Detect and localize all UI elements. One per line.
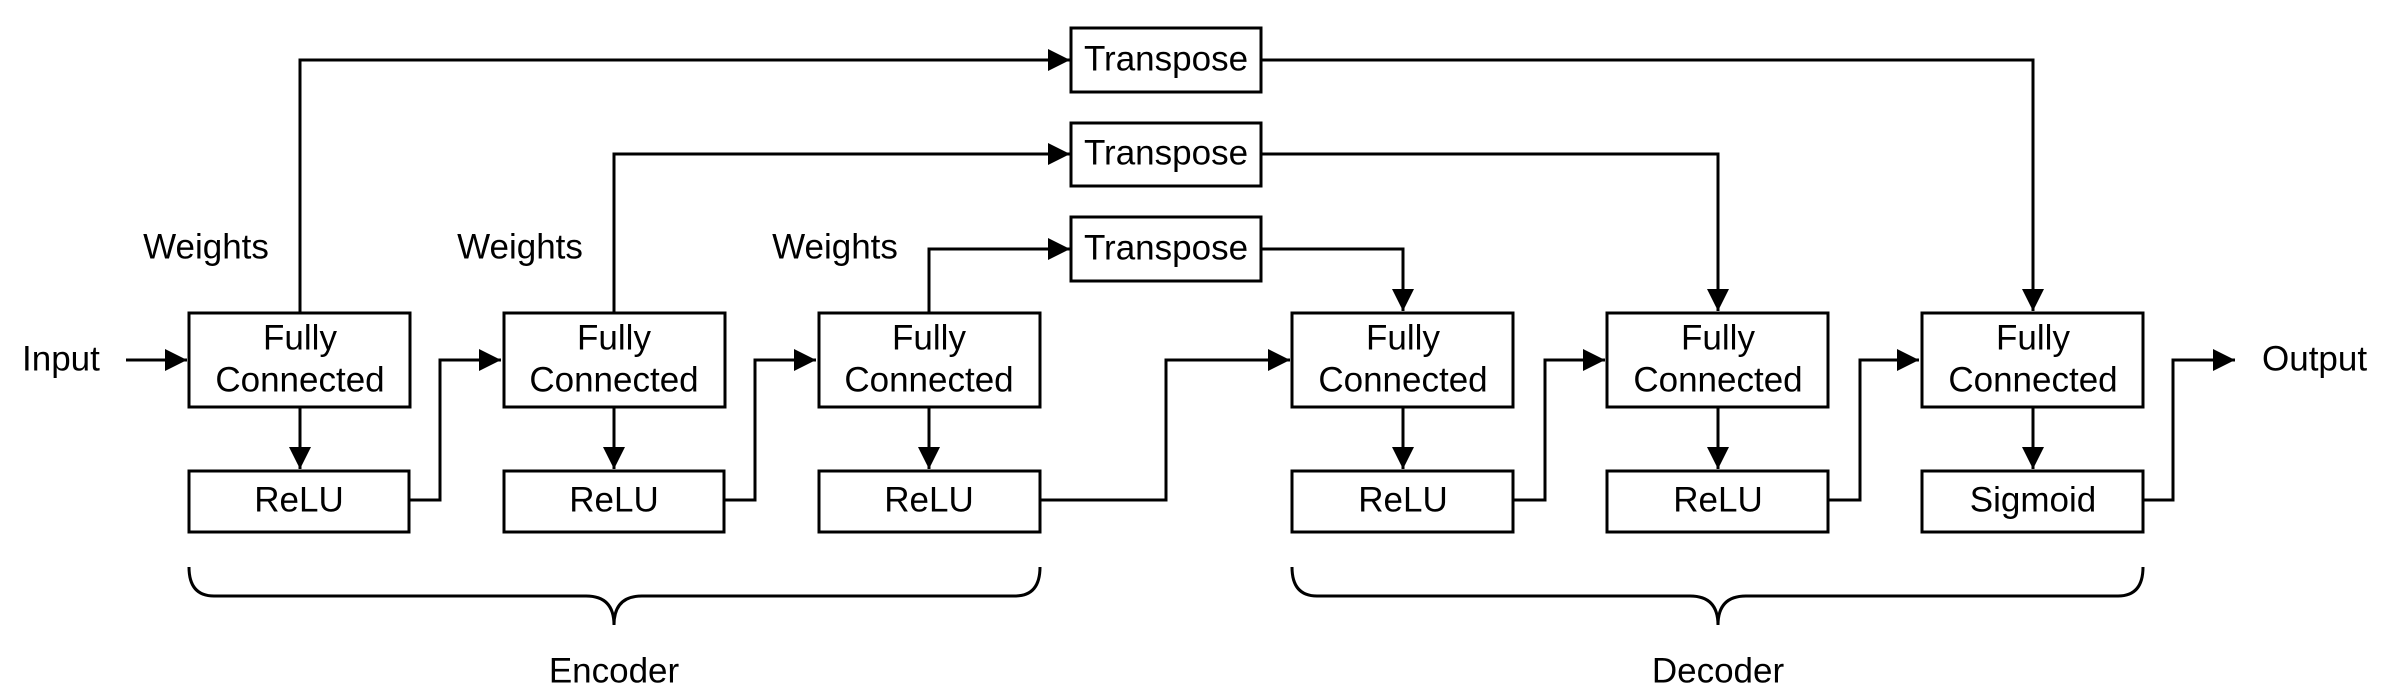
- weights-label: Weights: [772, 227, 898, 266]
- activation-label: ReLU: [569, 480, 658, 519]
- decoder-group: Decoder: [1290, 566, 2145, 690]
- encoder-fc-node-2: Fully Connected: [502, 311, 727, 409]
- transpose-node-3: Transpose: [1069, 215, 1263, 283]
- fc-label-line-1: Fully: [1366, 318, 1440, 357]
- weights-label: Weights: [143, 227, 269, 266]
- fc-label-line-1: Fully: [892, 318, 966, 357]
- encoder-activation-node-3: ReLU: [817, 469, 1042, 534]
- decoder-activation-node-1: ReLU: [1290, 469, 1515, 534]
- decoder-activation-node-3: Sigmoid: [1920, 469, 2145, 534]
- decoder-label: Decoder: [1652, 651, 1785, 690]
- encoder-activation-node-2: ReLU: [502, 469, 726, 534]
- transpose-label: Transpose: [1084, 228, 1248, 267]
- transpose-node-2: Transpose: [1069, 121, 1263, 188]
- arrow-relu3-to-dec-fc1: [1040, 349, 1290, 502]
- arrow-enc-fc2-to-transpose2: [612, 143, 1070, 313]
- decoder-nodes: Fully Connected ReLU Fully Connected ReL…: [1290, 311, 2145, 534]
- arrow-transpose1-to-dec-fc3: [1261, 58, 2044, 311]
- decoder-fc-node-1: Fully Connected: [1290, 311, 1515, 409]
- fc-label-line-1: Fully: [1681, 318, 1755, 357]
- activation-label: ReLU: [1673, 480, 1762, 519]
- arrow-enc-fc1-to-transpose1: [298, 49, 1070, 313]
- activation-label: Sigmoid: [1970, 480, 2096, 519]
- arrow-enc-relu2-fc3: [724, 349, 816, 502]
- arrow-transpose3-to-dec-fc1: [1261, 247, 1414, 311]
- transpose-label: Transpose: [1084, 39, 1248, 78]
- annotations: Input Output Weights Weights Weights: [22, 227, 2367, 378]
- decoder-fc-node-2: Fully Connected: [1605, 311, 1830, 409]
- encoder-label: Encoder: [549, 651, 680, 690]
- fc-label-line-2: Connected: [1948, 360, 2117, 399]
- encoder-fc-node-1: Fully Connected: [187, 311, 412, 409]
- encoder-fc-node-3: Fully Connected: [817, 311, 1042, 409]
- weights-label: Weights: [457, 227, 583, 266]
- encoder-brace: [187, 566, 1042, 626]
- fc-label-line-2: Connected: [1318, 360, 1487, 399]
- input-label: Input: [22, 339, 100, 378]
- connectors: [126, 49, 2235, 502]
- decoder-fc-node-3: Fully Connected: [1920, 311, 2145, 409]
- activation-label: ReLU: [884, 480, 973, 519]
- encoder-nodes: Fully Connected ReLU Fully Connected ReL…: [187, 311, 1042, 534]
- arrow-dec-relu2-fc3: [1829, 349, 1919, 502]
- fc-label-line-1: Fully: [1996, 318, 2070, 357]
- fc-label-line-2: Connected: [215, 360, 384, 399]
- decoder-brace: [1290, 566, 2145, 626]
- arrow-dec-relu1-fc2: [1513, 349, 1605, 502]
- arrow-enc-relu1-fc2: [409, 349, 501, 502]
- decoder-activation-node-2: ReLU: [1605, 469, 1830, 534]
- arrow-transpose2-to-dec-fc2: [1261, 152, 1729, 311]
- fc-label-line-2: Connected: [529, 360, 698, 399]
- fc-label-line-2: Connected: [1633, 360, 1802, 399]
- output-label: Output: [2262, 339, 2367, 378]
- activation-label: ReLU: [1358, 480, 1447, 519]
- encoder-group: Encoder: [187, 566, 1042, 690]
- activation-label: ReLU: [254, 480, 343, 519]
- transpose-label: Transpose: [1084, 133, 1248, 172]
- encoder-activation-node-1: ReLU: [187, 469, 411, 534]
- transpose-column: Transpose Transpose Transpose: [1069, 26, 1263, 283]
- fc-label-line-2: Connected: [844, 360, 1013, 399]
- fc-label-line-1: Fully: [577, 318, 651, 357]
- arrow-enc-fc3-to-transpose3: [927, 238, 1070, 313]
- transpose-node-1: Transpose: [1069, 26, 1263, 94]
- arrow-sigmoid-to-output: [2144, 349, 2235, 502]
- fc-label-line-1: Fully: [263, 318, 337, 357]
